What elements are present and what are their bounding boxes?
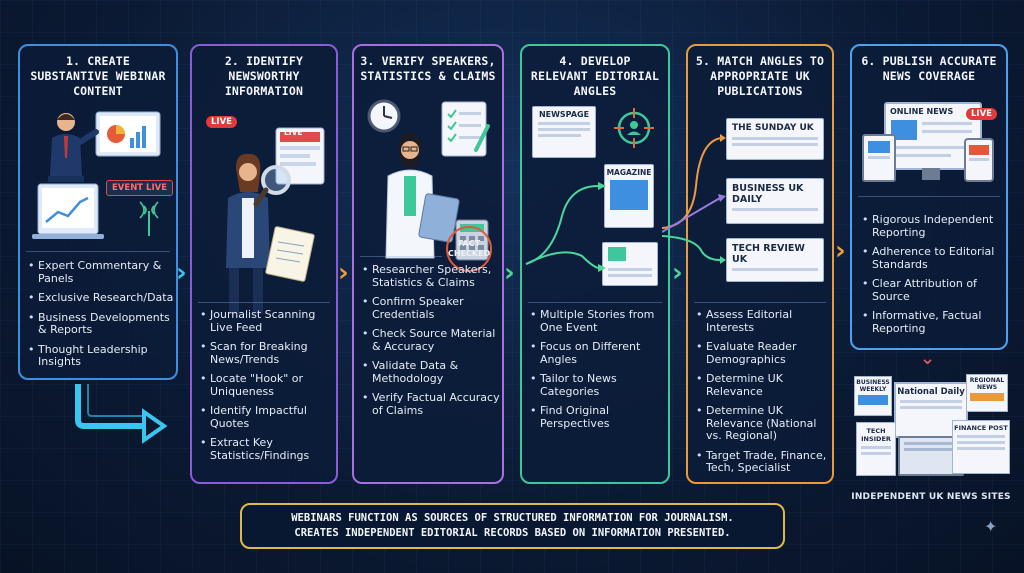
article-card	[602, 242, 658, 286]
list-item: Expert Commentary & Panels	[28, 259, 178, 285]
list-item: Multiple Stories from One Event	[530, 308, 668, 334]
list-item: Informative, Factual Reporting	[862, 309, 1006, 335]
step-3-panel: 3. Verify Speakers, Statistics & Claims …	[352, 44, 504, 484]
list-item: Rigorous Independent Reporting	[862, 213, 1006, 239]
step-4-title: 4. Develop Relevant Editorial Angles	[530, 54, 660, 98]
stamp-line-2: CHECKED	[448, 249, 491, 258]
list-item: Researcher Speakers, Statistics & Claims	[362, 263, 500, 289]
list-item: Locate "Hook" or Uniqueness	[200, 372, 336, 398]
list-item: Clear Attribution of Source	[862, 277, 1006, 303]
site-card: FINANCE POST	[952, 420, 1010, 474]
arrow-right-icon: ›	[835, 236, 846, 266]
step-5-divider	[694, 302, 826, 303]
step-6-divider	[858, 196, 1000, 197]
list-item: Confirm Speaker Credentials	[362, 295, 500, 321]
list-item: Determine UK Relevance (National vs. Reg…	[696, 404, 834, 443]
site-label: National Daily	[897, 387, 965, 397]
list-item: Check Source Material & Accuracy	[362, 327, 500, 353]
list-item: Assess Editorial Interests	[696, 308, 834, 334]
sparkle-icon: ✦	[984, 517, 998, 536]
step-3-divider	[360, 256, 442, 257]
step-4-divider	[528, 302, 662, 303]
magnifier-icon	[226, 127, 325, 314]
list-item: Exclusive Research/Data	[28, 291, 178, 305]
newspage-label: NEWSPAGE	[538, 110, 590, 119]
step-6-panel: 6. Publish Accurate News Coverage ONLINE…	[850, 44, 1008, 350]
presenter-icon	[32, 111, 161, 239]
arrow-down-icon: ⌄	[920, 348, 936, 369]
footer-line-1: WEBINARS FUNCTION AS SOURCES OF STRUCTUR…	[291, 512, 734, 524]
step-2-title: 2. Identify Newsworthy Information	[224, 54, 304, 98]
magazine-label: MAGAZINE	[606, 168, 652, 177]
list-item: Journalist Scanning Live Feed	[200, 308, 336, 334]
news-sites-cluster: BUSINESS WEEKLY National Daily REGIONAL …	[852, 370, 1016, 490]
stamp-line-1: FACT	[457, 239, 481, 248]
footer-line-2: CREATES INDEPENDENT EDITORIAL RECORDS BA…	[294, 527, 731, 539]
site-label: TECH INSIDER	[861, 427, 891, 443]
list-item: Scan for Breaking News/Trends	[200, 340, 336, 366]
pub-card-sunday: THE SUNDAY UK	[726, 118, 824, 160]
pub-card-tech: TECH REVIEW UK	[726, 238, 824, 282]
match-arrows	[662, 134, 726, 264]
list-item: Find Original Perspectives	[530, 404, 668, 430]
step-2-divider	[198, 302, 330, 303]
live-badge: LIVE	[206, 116, 237, 128]
step-4-panel: 4. Develop Relevant Editorial Angles NEW…	[520, 44, 670, 484]
step-5-panel: 5. Match Angles to Appropriate UK Public…	[662, 44, 834, 484]
list-item: Thought Leadership Insights	[28, 343, 178, 369]
footer-banner: WEBINARS FUNCTION AS SOURCES OF STRUCTUR…	[240, 503, 785, 549]
pub-card-business: BUSINESS UK DAILY	[726, 178, 824, 224]
site-card: TECH INSIDER	[856, 422, 896, 476]
list-item: Verify Factual Accuracy of Claims	[362, 391, 500, 417]
site-label: FINANCE POST	[954, 424, 1008, 432]
arrow-right-icon: ›	[338, 258, 349, 288]
screen-label: ONLINE NEWS	[890, 107, 954, 116]
list-item: Validate Data & Methodology	[362, 359, 500, 385]
step-2-list: Journalist Scanning Live Feed Scan for B…	[200, 308, 336, 469]
list-item: Tailor to News Categories	[530, 372, 668, 398]
step-3-title: 3. Verify Speakers, Statistics & Claims	[360, 54, 496, 83]
step-1-list: Expert Commentary & Panels Exclusive Res…	[28, 259, 178, 376]
step-6-title: 6. Publish Accurate News Coverage	[861, 54, 997, 83]
list-item: Focus on Different Angles	[530, 340, 668, 366]
phone-device	[964, 138, 994, 182]
step-1-divider	[26, 251, 170, 252]
list-item: Identify Impactful Quotes	[200, 404, 336, 430]
event-live-badge: EVENT LIVE	[106, 180, 174, 196]
newspage-card: NEWSPAGE	[532, 106, 596, 158]
step-6-list: Rigorous Independent Reporting Adherence…	[862, 213, 1006, 342]
list-item: Extract Key Statistics/Findings	[200, 436, 336, 462]
step-2-panel: 2. Identify Newsworthy Information LIVE …	[190, 44, 338, 484]
site-card: REGIONAL NEWS	[966, 374, 1008, 412]
pub-label: TECH REVIEW UK	[732, 243, 805, 265]
pub-label: BUSINESS UK DAILY	[732, 183, 804, 205]
list-item: Target Trade, Finance, Tech, Specialist	[696, 449, 834, 475]
arrow-right-icon: ›	[176, 258, 187, 288]
step-5-title: 5. Match Angles to Appropriate UK Public…	[695, 54, 825, 98]
step-5-list: Assess Editorial Interests Evaluate Read…	[696, 308, 834, 482]
site-label: REGIONAL NEWS	[969, 377, 1005, 391]
target-icon	[614, 108, 654, 148]
sites-caption: INDEPENDENT UK NEWS SITES	[851, 492, 1011, 502]
arrow-right-icon: ›	[672, 258, 683, 288]
flow-arrow-icon	[75, 384, 168, 444]
magazine-card: MAGAZINE	[604, 164, 654, 228]
tablet-device	[862, 134, 896, 182]
arrow-right-icon: ›	[504, 258, 515, 288]
step-3-list: Researcher Speakers, Statistics & Claims…	[362, 263, 500, 424]
list-item: Evaluate Reader Demographics	[696, 340, 834, 366]
pub-label: THE SUNDAY UK	[732, 123, 814, 133]
step-4-list: Multiple Stories from One Event Focus on…	[530, 308, 668, 437]
live-screen-badge: LIVE	[284, 128, 303, 137]
step-1-title: 1. Create Substantive Webinar Content	[30, 54, 166, 98]
angle-arrows	[525, 182, 606, 272]
site-label: BUSINESS WEEKLY	[856, 379, 890, 393]
step-1-panel: 1. Create Substantive Webinar Content EV…	[18, 44, 178, 380]
monitor-stand	[922, 168, 940, 180]
live-badge: LIVE	[966, 108, 997, 120]
list-item: Determine UK Relevance	[696, 372, 834, 398]
list-item: Adherence to Editorial Standards	[862, 245, 1006, 271]
list-item: Business Developments & Reports	[28, 311, 178, 337]
site-card: BUSINESS WEEKLY	[854, 376, 892, 416]
